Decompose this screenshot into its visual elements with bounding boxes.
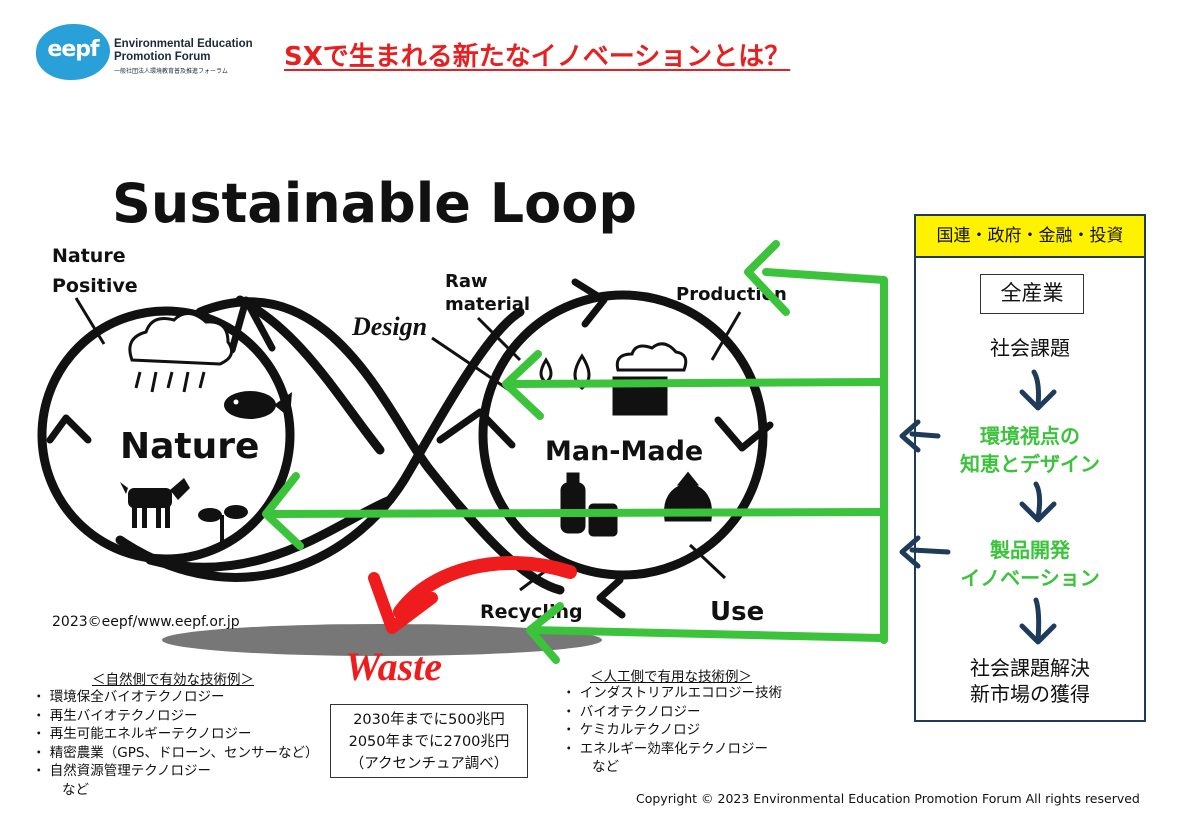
loop-cross-upper2	[235, 295, 385, 455]
green-arrow-recycling	[528, 626, 884, 642]
copyright-web: 2023©eepf/www.eepf.or.jp	[52, 614, 240, 630]
label-nature-positive-2: Positive	[52, 275, 138, 297]
green-arrow-nature	[268, 508, 884, 518]
loop-cross-lower	[115, 307, 525, 582]
panel-step3-line1: 製品開発	[990, 538, 1070, 562]
chevron-use-icon	[596, 576, 626, 619]
chevron-production-icon	[714, 416, 774, 452]
fish-icon	[224, 391, 292, 419]
factory-icon	[612, 342, 688, 416]
pointer-lines	[74, 297, 742, 592]
green-arrowhead-recycling	[526, 602, 564, 664]
diagram-heading: Sustainable Loop	[112, 172, 637, 235]
eepf-logo: eepf Environmental Education Promotion F…	[36, 22, 253, 80]
green-main-bus	[762, 268, 888, 644]
green-arrowhead-production	[744, 240, 790, 316]
panel-step2-line1: 環境視点の	[980, 424, 1080, 448]
list-item: 環境保全バイオテクノロジー	[32, 688, 318, 707]
list-item: 自然資源管理テクノロジー	[32, 762, 318, 781]
label-design: Design	[351, 312, 427, 341]
bottle-icon	[560, 472, 618, 537]
market-line3: （アクセンチュア調べ）	[349, 756, 509, 772]
panel-step3-line2: イノベーション	[960, 566, 1100, 590]
artificial-tech-list: インダストリアルエコロジー技術 バイオテクノロジー ケミカルテクノロジ エネルギ…	[562, 684, 782, 777]
nature-tech-list: 環境保全バイオテクノロジー 再生バイオテクノロジー 再生可能エネルギーテクノロジ…	[32, 688, 319, 799]
artificial-tech-heading: ＜人工側で有用な技術例＞	[590, 669, 752, 685]
market-size-box: 2030年までに500兆円 2050年までに2700兆円 （アクセンチュア調べ）	[330, 704, 528, 778]
label-nature: Nature	[120, 426, 259, 467]
panel-link-arrows	[899, 369, 1057, 645]
nature-tech-heading: ＜自然側で有効な技術例＞	[92, 672, 254, 688]
chevron-raw-icon	[571, 278, 608, 328]
panel-step2-line2: 知恵とデザイン	[960, 452, 1100, 476]
label-raw-material-2: material	[445, 294, 530, 315]
nature-icons	[120, 312, 292, 543]
copyright-footer: Copyright © 2023 Environmental Education…	[636, 791, 1140, 806]
panel-step4-line2: 新市場の獲得	[970, 682, 1090, 706]
label-recycling: Recycling	[480, 601, 583, 623]
chevron-nature-top-icon	[228, 296, 276, 354]
goat-icon	[120, 478, 190, 528]
logo-org-line3: 一般社団法人環境教育普及推進フォーラム	[114, 68, 228, 75]
list-item: エネルギー効率化テクノロジー	[562, 740, 782, 759]
green-arrowhead-nature	[262, 472, 304, 550]
nature-circle	[37, 306, 295, 564]
sector-panel: 国連・政府・金融・投資 全産業 社会課題 環境視点の 知恵とデザイン 製品開発 …	[914, 214, 1146, 722]
label-nature-positive-1: Nature	[52, 245, 126, 267]
infinity-loop	[37, 290, 768, 595]
man-made-circle	[478, 290, 768, 580]
rain-cloud-icon	[128, 312, 234, 393]
panel-step4-line1: 社会課題解決	[970, 656, 1090, 680]
loop-chevrons	[46, 278, 774, 619]
green-arrows	[262, 240, 888, 664]
waste-shadow	[162, 624, 602, 656]
green-arrowhead-design	[502, 350, 544, 420]
list-item: 精密農業（GPS、ドローン、センサーなど）	[32, 744, 319, 763]
list-etc: など	[592, 759, 619, 775]
label-raw-material-1: Raw	[445, 271, 488, 292]
list-item: ケミカルテクノロジ	[562, 721, 782, 740]
panel-social-issues: 社会課題	[990, 336, 1070, 360]
logo-org-line1: Environmental Education	[114, 38, 253, 50]
sprout-icon	[198, 505, 248, 543]
list-item: バイオテクノロジー	[562, 703, 782, 722]
list-item: インダストリアルエコロジー技術	[562, 684, 782, 703]
chevron-nature-left-icon	[46, 414, 92, 444]
label-waste: Waste	[345, 644, 442, 689]
panel-header: 国連・政府・金融・投資	[916, 216, 1144, 258]
logo-mark: eepf	[36, 24, 110, 80]
label-use: Use	[710, 597, 764, 627]
page-title: SXで生まれる新たなイノベーションとは？	[284, 42, 791, 72]
list-item: 再生バイオテクノロジー	[32, 707, 318, 726]
logo-org-line2: Promotion Forum	[114, 51, 211, 63]
list-etc: など	[62, 781, 89, 798]
green-arrow-design	[508, 378, 884, 388]
label-man-made: Man-Made	[545, 436, 703, 467]
all-industries-box: 全産業	[980, 274, 1084, 314]
market-line2: 2050年までに2700兆円	[348, 734, 510, 750]
chevron-design-icon	[436, 408, 516, 449]
market-line1: 2030年までに500兆円	[353, 712, 505, 728]
list-item: 再生可能エネルギーテクノロジー	[32, 725, 318, 744]
waste-arrow	[368, 555, 577, 634]
